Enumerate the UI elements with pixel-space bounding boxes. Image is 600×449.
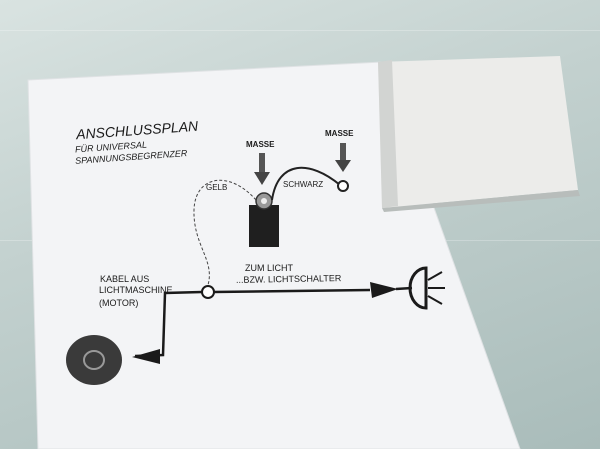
lamp-icon [408, 266, 445, 310]
white-box [378, 56, 580, 212]
label-licht: ...BZW. LICHTSCHALTER [235, 273, 342, 285]
arrow-to-motor [132, 349, 160, 364]
label-masse-right: MASSE [325, 129, 354, 138]
label-schwarz: SCHWARZ [283, 180, 324, 189]
arrow-to-light [370, 282, 398, 298]
masse-arrow-left [254, 153, 270, 185]
label-kabel: KABEL AUS [100, 274, 150, 284]
regulator-symbol [249, 192, 279, 247]
masse-terminal [337, 180, 349, 192]
label-kabel: LICHTMASCHINE... [99, 285, 181, 295]
masse-arrow-right [335, 143, 351, 172]
gelb-wire [193, 179, 257, 286]
label-gelb: GELB [206, 183, 228, 192]
label-licht: ZUM LICHT [245, 263, 293, 273]
label-masse-left: MASSE [246, 140, 275, 149]
main-wire [212, 288, 371, 294]
motor-symbol [66, 335, 122, 385]
label-kabel: (MOTOR) [99, 298, 139, 308]
table-reflection [0, 30, 600, 31]
schwarz-wire [271, 166, 341, 201]
junction-terminal [201, 285, 215, 299]
